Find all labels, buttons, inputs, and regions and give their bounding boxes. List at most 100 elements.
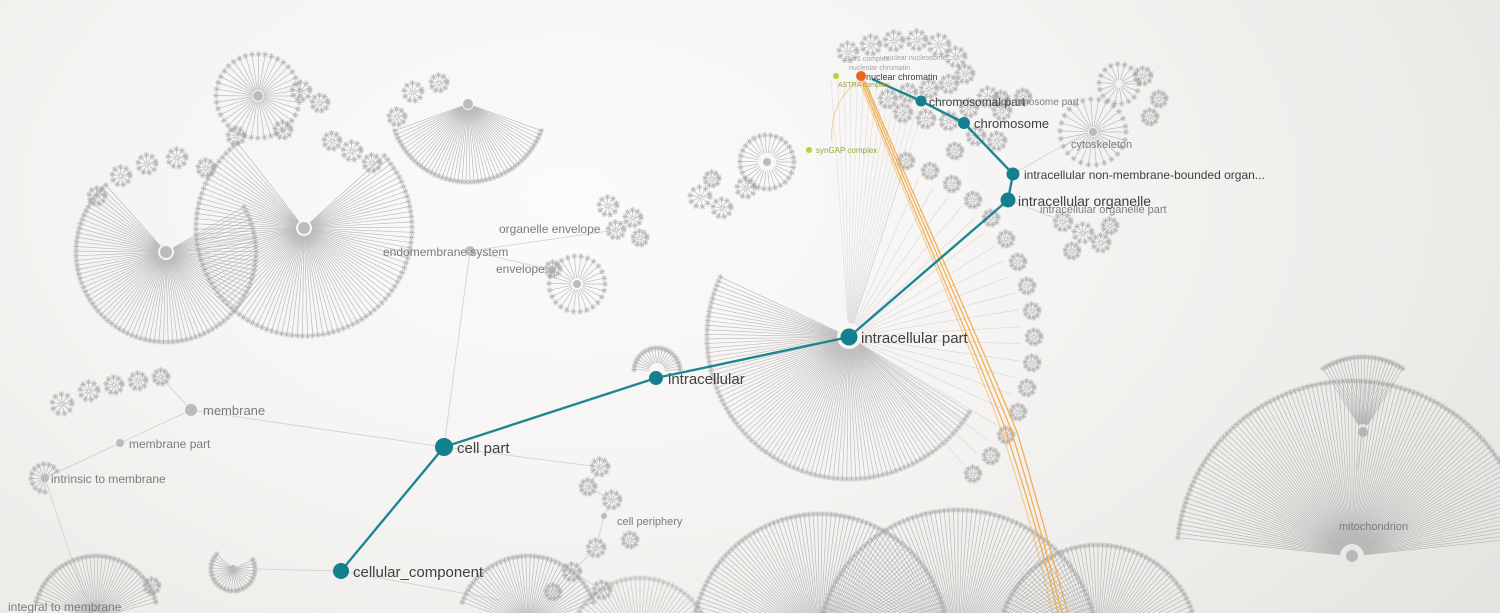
layer-term-nodes bbox=[333, 71, 1020, 579]
node-intracellular-non-membrane-bounded-organelle[interactable] bbox=[1006, 167, 1020, 181]
label-envelope[interactable]: envelope bbox=[496, 262, 545, 276]
go-term-cluster bbox=[1017, 276, 1037, 296]
go-term-cluster bbox=[601, 489, 623, 511]
relation-edge bbox=[571, 547, 597, 573]
go-term-cluster bbox=[340, 139, 364, 163]
cluster-intracellular-arc bbox=[631, 345, 683, 373]
go-term-cluster bbox=[954, 63, 976, 85]
node-intracellular-organelle[interactable] bbox=[1000, 192, 1016, 208]
relation-edge bbox=[1012, 132, 1086, 175]
relation-edge bbox=[190, 409, 445, 448]
label-membrane-part[interactable]: membrane part bbox=[129, 437, 211, 451]
label-intracellular-organelle-part[interactable]: intracellular organelle part bbox=[1040, 204, 1167, 216]
go-term-cluster bbox=[142, 576, 162, 596]
node-chromosome[interactable] bbox=[958, 117, 970, 129]
label-cellular-component[interactable]: cellular_component bbox=[353, 564, 484, 581]
go-term-cluster bbox=[859, 33, 883, 57]
label-organelle-envelope[interactable]: organelle envelope bbox=[499, 222, 601, 236]
cluster-disc-left2-hub bbox=[298, 222, 310, 234]
go-term-cluster bbox=[1008, 252, 1028, 272]
label-chromosome[interactable]: chromosome bbox=[974, 116, 1049, 131]
go-term-cluster bbox=[1100, 216, 1120, 236]
go-term-cluster bbox=[734, 176, 758, 200]
node-chromosomal-part[interactable] bbox=[915, 95, 927, 107]
label-endomembrane-system[interactable]: endomembrane system bbox=[383, 245, 508, 259]
cluster-cytoskeleton-hub bbox=[1089, 128, 1097, 136]
label-swr1-complex[interactable]: Swr1 complex bbox=[845, 56, 889, 63]
cluster-flower-topleft bbox=[213, 51, 303, 141]
label-membrane[interactable]: membrane bbox=[203, 403, 265, 418]
label-intracellular-organelle[interactable]: intracellular organelle bbox=[1018, 193, 1151, 209]
go-term-cluster bbox=[86, 185, 108, 207]
selected-path-edge bbox=[871, 77, 922, 103]
highlight-strand bbox=[862, 79, 1063, 613]
go-term-cluster bbox=[1022, 353, 1042, 373]
go-term-cluster bbox=[109, 164, 133, 188]
go-term-cluster bbox=[630, 228, 650, 248]
cluster-mitochondrion bbox=[1174, 378, 1500, 562]
go-term-cluster bbox=[321, 130, 343, 152]
node-syngap-complex[interactable] bbox=[806, 147, 812, 153]
go-term-cluster bbox=[702, 169, 722, 189]
label-nuclear-nucleosome[interactable]: nuclear nucleosome bbox=[884, 55, 947, 62]
go-term-cluster bbox=[49, 391, 75, 417]
go-term-cluster bbox=[981, 446, 1001, 466]
label-chromosome-part[interactable]: chromosome part bbox=[1001, 97, 1079, 108]
label-cell-periphery[interactable]: cell periphery bbox=[617, 516, 683, 528]
relation-edge bbox=[603, 499, 613, 517]
go-term-cluster bbox=[836, 40, 860, 64]
label-intracellular-part[interactable]: intracellular part bbox=[861, 330, 969, 347]
label-chromosomal-part[interactable]: chromosomal part bbox=[929, 95, 1026, 109]
label-intracellular[interactable]: intracellular bbox=[668, 371, 745, 388]
go-term-cluster bbox=[596, 194, 620, 218]
label-nuclear-chromatin[interactable]: nuclear chromatin bbox=[866, 72, 938, 82]
layer-term-labels: cellular_component cell part intracellular… bbox=[8, 55, 1408, 613]
go-term-cluster bbox=[918, 78, 940, 100]
cluster-small-disc-hub bbox=[229, 565, 237, 573]
label-cell-part[interactable]: cell part bbox=[457, 440, 510, 457]
label-intracellular-non-membrane-bounded-organ[interactable]: intracellular non-membrane-bounded organ… bbox=[1024, 168, 1265, 182]
cluster-ring bbox=[737, 132, 797, 192]
node-cellular-component[interactable] bbox=[333, 563, 349, 579]
go-term-cluster bbox=[944, 45, 968, 69]
go-term-cluster bbox=[1008, 402, 1028, 422]
relation-edge bbox=[595, 515, 605, 549]
go-term-cluster bbox=[165, 146, 189, 170]
go-term-cluster bbox=[1140, 107, 1160, 127]
relation-edge bbox=[255, 568, 342, 572]
go-term-cluster bbox=[991, 89, 1011, 109]
go-term-cluster bbox=[573, 575, 707, 613]
cluster-ring-hub bbox=[763, 158, 771, 166]
go-term-cluster bbox=[1062, 241, 1082, 261]
go-term-cluster bbox=[896, 151, 916, 171]
relation-edge bbox=[119, 409, 192, 444]
relation-edge bbox=[340, 570, 501, 601]
go-term-cluster bbox=[877, 88, 899, 110]
label-cytoskeleton[interactable]: cytoskeleton bbox=[1071, 139, 1132, 151]
node-intracellular-part[interactable] bbox=[840, 328, 858, 346]
node-intracellular[interactable] bbox=[649, 371, 663, 385]
go-term-cluster bbox=[1024, 327, 1044, 347]
go-term-cluster bbox=[1013, 87, 1033, 107]
cluster-fan-right bbox=[1320, 354, 1406, 437]
node-cell-part[interactable] bbox=[435, 438, 453, 456]
node-nuclear-chromatin-selected[interactable] bbox=[856, 71, 866, 81]
node-astra-complex[interactable] bbox=[833, 73, 839, 79]
label-mitochondrion[interactable]: mitochondrion bbox=[1339, 521, 1408, 533]
go-term-cluster bbox=[926, 32, 952, 58]
layer-gray-edges bbox=[44, 99, 1364, 601]
cluster-cytoskeleton bbox=[1057, 96, 1129, 168]
go-term-cluster bbox=[361, 152, 383, 174]
go-term-cluster bbox=[963, 464, 983, 484]
label-astra-complex[interactable]: ASTRA complex bbox=[838, 82, 889, 89]
go-term-cluster bbox=[882, 29, 906, 53]
label-integral-to-membrane[interactable]: integral to membrane bbox=[8, 600, 122, 613]
go-term-cluster bbox=[1096, 61, 1142, 107]
cluster-mitochondrion-hub bbox=[1346, 550, 1358, 562]
go-term-cluster bbox=[1132, 65, 1154, 87]
label-intrinsic-to-membrane[interactable]: intrinsic to membrane bbox=[51, 472, 166, 486]
label-syngap-complex[interactable]: synGAP complex bbox=[816, 146, 877, 155]
label-nucleolar-chromatin[interactable]: nucleolar chromatin bbox=[849, 65, 910, 72]
